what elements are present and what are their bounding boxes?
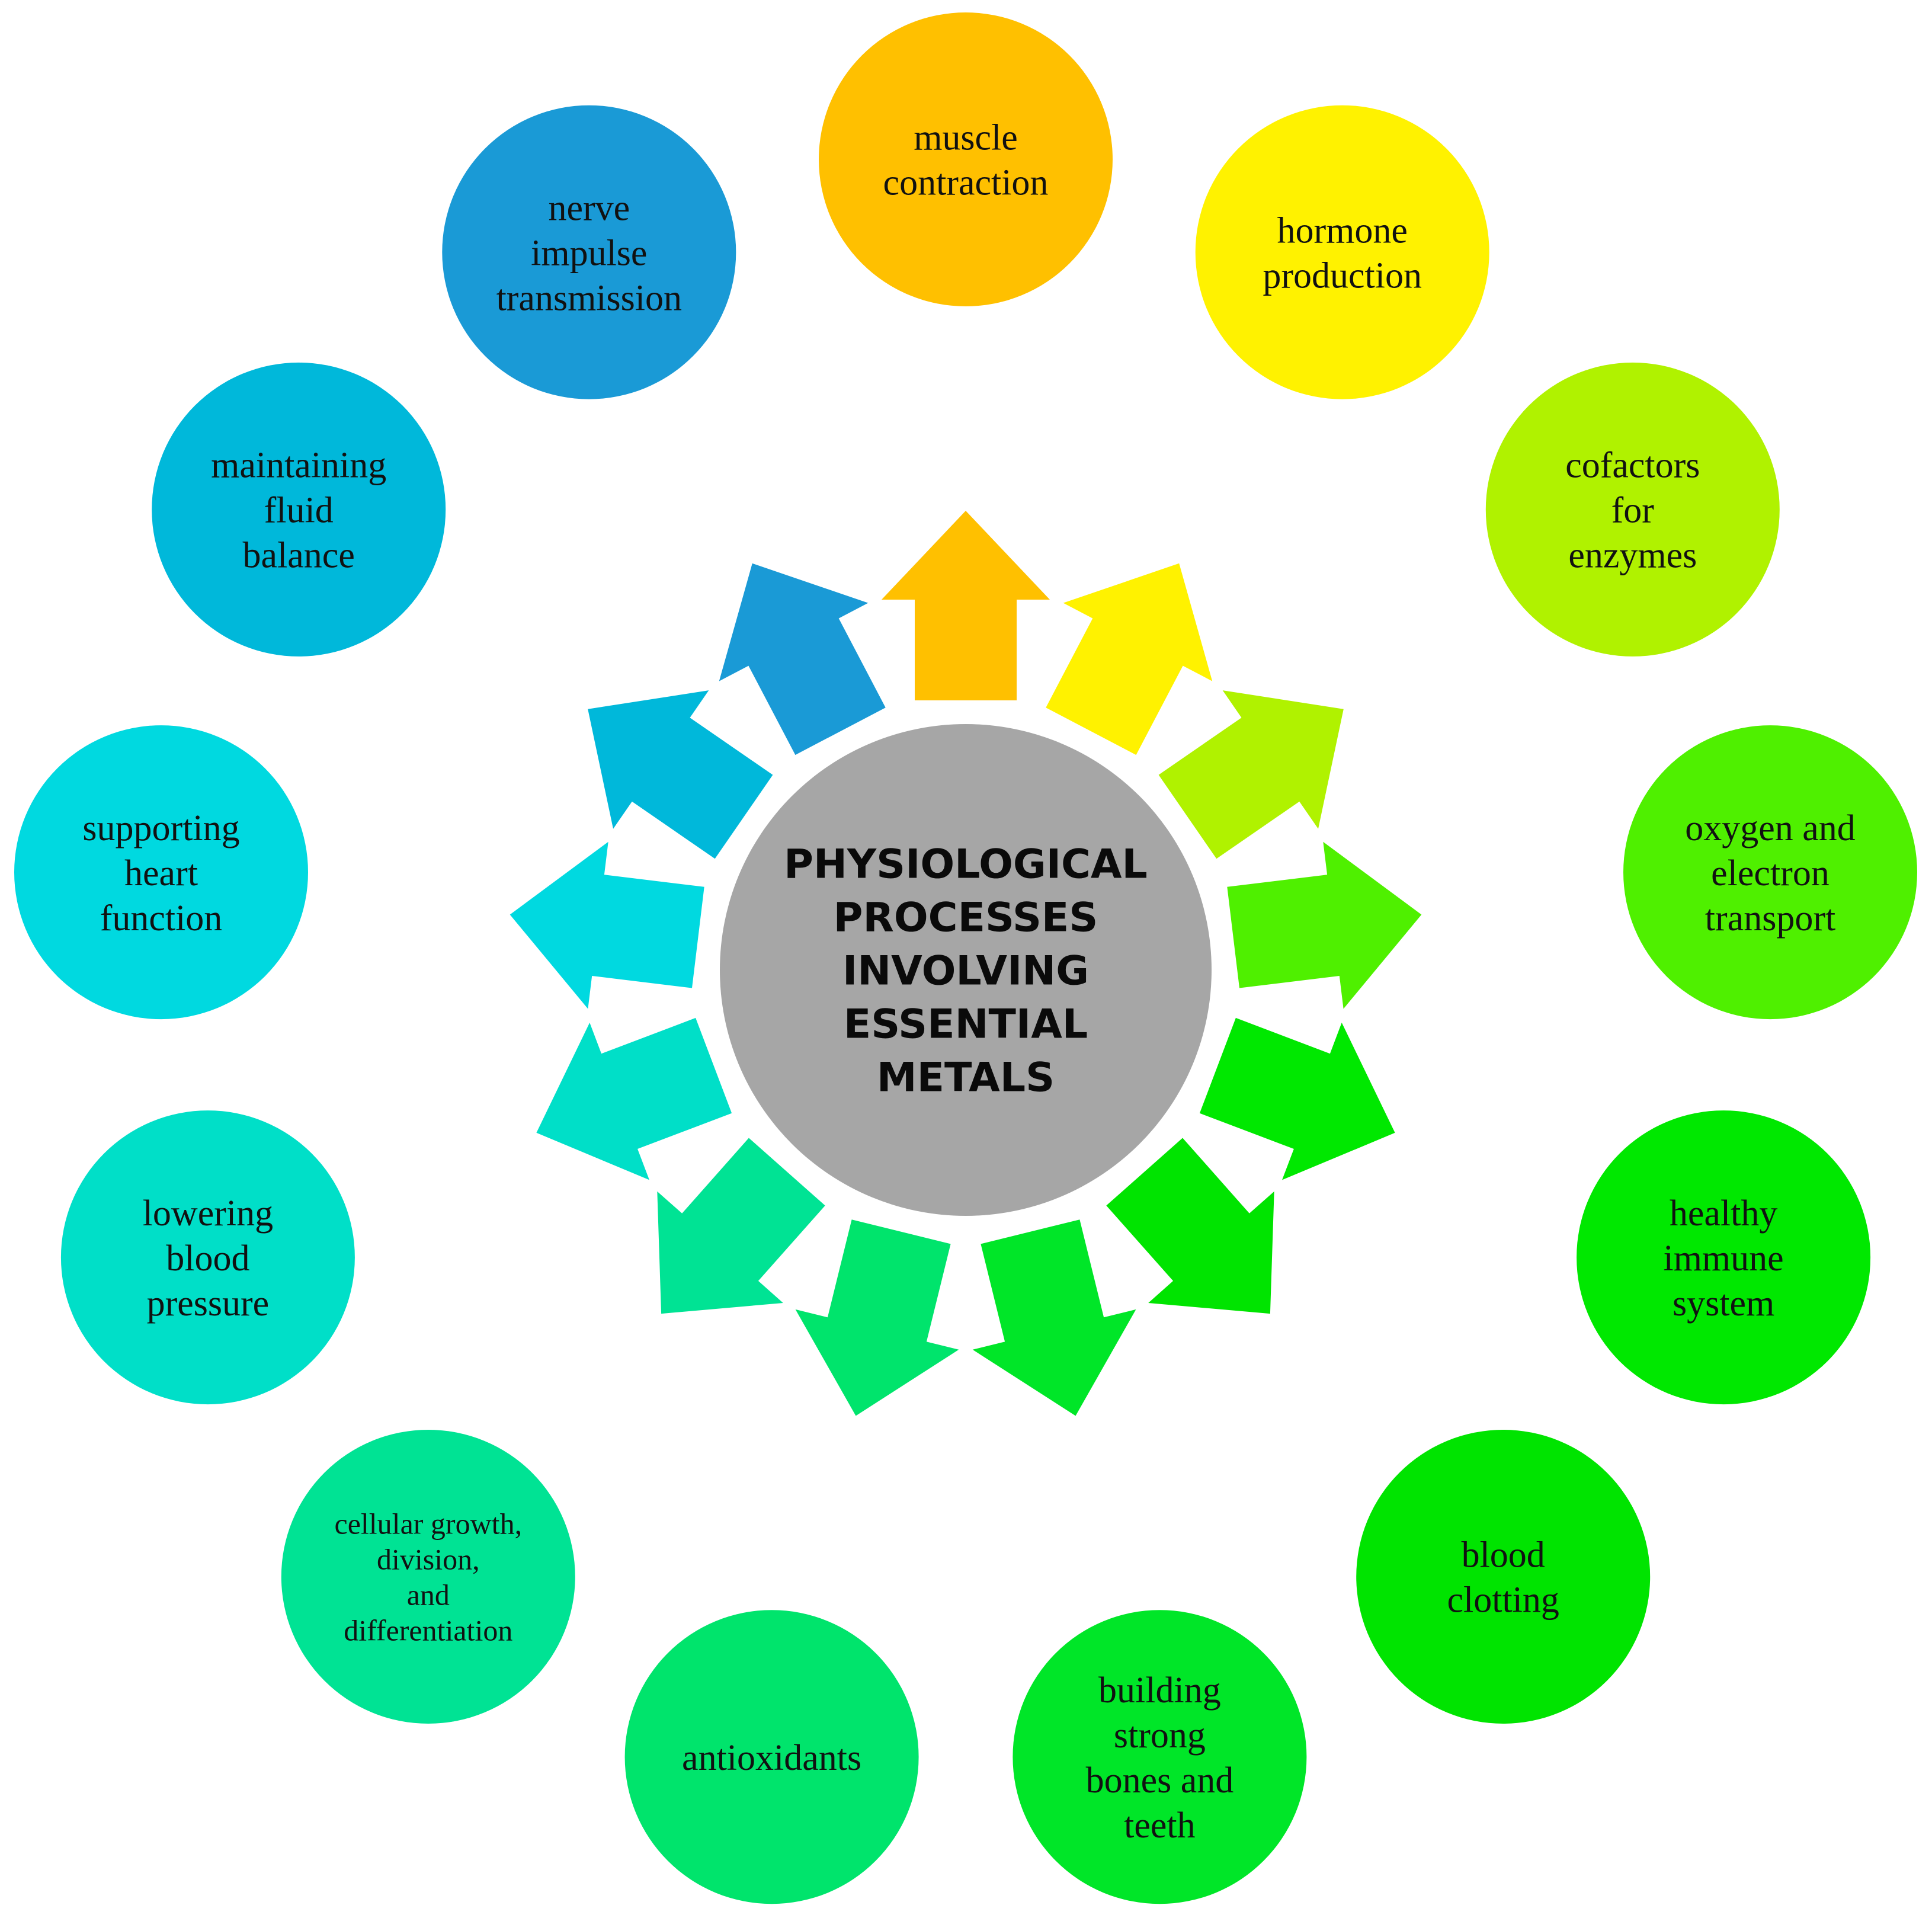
node-label-line: lowering bbox=[143, 1193, 273, 1234]
node-label-line: pressure bbox=[147, 1283, 270, 1324]
node-label-line: teeth bbox=[1124, 1805, 1196, 1846]
center-title-line: ESSENTIAL bbox=[844, 1001, 1088, 1048]
node-label-line: oxygen and bbox=[1685, 808, 1856, 848]
node-label-line: blood bbox=[1462, 1535, 1545, 1576]
node-label-line: contraction bbox=[883, 163, 1049, 203]
arrow-cofactors-for-enzymes bbox=[1158, 690, 1344, 859]
node-label-line: for bbox=[1611, 491, 1655, 531]
node-cofactors-for-enzymes: cofactors for enzymes bbox=[1485, 362, 1780, 657]
node-circle bbox=[1356, 1430, 1651, 1724]
node-label: nerve impulse transmission bbox=[496, 188, 682, 318]
arrow-supporting-heart-function bbox=[510, 841, 704, 1009]
node-label-line: transport bbox=[1705, 898, 1835, 939]
node-label: maintaining fluid balance bbox=[211, 446, 386, 576]
node-label-line: nerve bbox=[548, 188, 630, 228]
node-label: muscle contraction bbox=[883, 118, 1049, 203]
arrow-oxygen-and-electron-transport bbox=[1227, 841, 1422, 1009]
node-label-line: blood bbox=[166, 1238, 249, 1279]
node-label-line: immune bbox=[1663, 1238, 1783, 1279]
node-label-line: division, bbox=[377, 1543, 480, 1576]
node-nerve-impulse-transmission: nerve impulse transmission bbox=[442, 105, 736, 399]
node-circle bbox=[1013, 1610, 1307, 1904]
node-label-line: antioxidants bbox=[682, 1738, 861, 1778]
node-muscle-contraction: muscle contraction bbox=[819, 12, 1113, 306]
node-label-line: heart bbox=[124, 853, 198, 894]
node-label-line: healthy bbox=[1670, 1193, 1778, 1234]
node-label-line: electron bbox=[1711, 853, 1830, 894]
node-antioxidants: antioxidants bbox=[624, 1610, 919, 1904]
center-title: PHYSIOLOGICAL PROCESSES INVOLVING ESSENTIAL… bbox=[784, 841, 1148, 1102]
node-circle bbox=[152, 362, 446, 657]
node-circle bbox=[1577, 1110, 1871, 1405]
node-label-line: fluid bbox=[264, 491, 334, 531]
node-circle bbox=[1623, 725, 1917, 1020]
arrow-cellular-growth-division-differentiation bbox=[657, 1138, 825, 1314]
node-label-line: bones and bbox=[1086, 1760, 1234, 1801]
arrow-maintaining-fluid-balance bbox=[588, 690, 773, 859]
node-label-line: cofactors bbox=[1565, 446, 1700, 486]
node-label-line: system bbox=[1673, 1283, 1774, 1324]
center-title-line: PROCESSES bbox=[834, 895, 1098, 942]
node-circle bbox=[1485, 362, 1780, 657]
node-label-line: transmission bbox=[496, 278, 682, 318]
node-label-line: strong bbox=[1114, 1715, 1206, 1756]
node-circle bbox=[1195, 105, 1489, 399]
node-label-line: function bbox=[100, 898, 223, 939]
center-title-line: PHYSIOLOGICAL bbox=[784, 841, 1148, 888]
node-circle bbox=[819, 12, 1113, 306]
node-label-line: differentiation bbox=[344, 1614, 512, 1647]
center-node: PHYSIOLOGICAL PROCESSES INVOLVING ESSENTIAL… bbox=[720, 724, 1212, 1216]
arrow-lowering-blood-pressure bbox=[536, 1017, 732, 1180]
node-circle bbox=[281, 1430, 575, 1724]
node-circle bbox=[442, 105, 736, 399]
arrow-hormone-production bbox=[1046, 563, 1213, 755]
node-label-line: hormone bbox=[1277, 210, 1408, 251]
node-label-line: enzymes bbox=[1568, 536, 1697, 576]
node-circle bbox=[60, 1110, 355, 1405]
center-title-line: INVOLVING bbox=[842, 948, 1089, 995]
node-label-line: production bbox=[1263, 255, 1422, 296]
center-circle bbox=[720, 724, 1212, 1216]
arrow-nerve-impulse-transmission bbox=[719, 563, 886, 755]
center-title-line: METALS bbox=[877, 1055, 1055, 1102]
node-label-line: supporting bbox=[82, 808, 239, 848]
node-circle bbox=[624, 1610, 919, 1904]
node-maintaining-fluid-balance: maintaining fluid balance bbox=[152, 362, 446, 657]
node-label-line: maintaining bbox=[211, 446, 386, 486]
node-label-line: clotting bbox=[1447, 1580, 1559, 1621]
arrow-building-strong-bones-and-teeth bbox=[972, 1219, 1136, 1416]
node-circle bbox=[14, 725, 308, 1020]
node-label-line: building bbox=[1098, 1670, 1221, 1711]
node-label-line: balance bbox=[243, 536, 355, 576]
node-label-line: muscle bbox=[914, 118, 1018, 158]
arrow-antioxidants bbox=[795, 1219, 959, 1416]
node-label-line: and bbox=[407, 1578, 450, 1612]
arrows-layer bbox=[510, 511, 1422, 1416]
node-label: cofactors for enzymes bbox=[1565, 446, 1700, 576]
arrow-healthy-immune-system bbox=[1199, 1017, 1395, 1180]
arrow-muscle-contraction bbox=[882, 511, 1050, 700]
node-label: antioxidants bbox=[682, 1738, 861, 1778]
node-label-line: cellular growth, bbox=[335, 1507, 523, 1541]
node-label-line: impulse bbox=[531, 233, 647, 273]
arrow-blood-clotting bbox=[1106, 1138, 1274, 1314]
